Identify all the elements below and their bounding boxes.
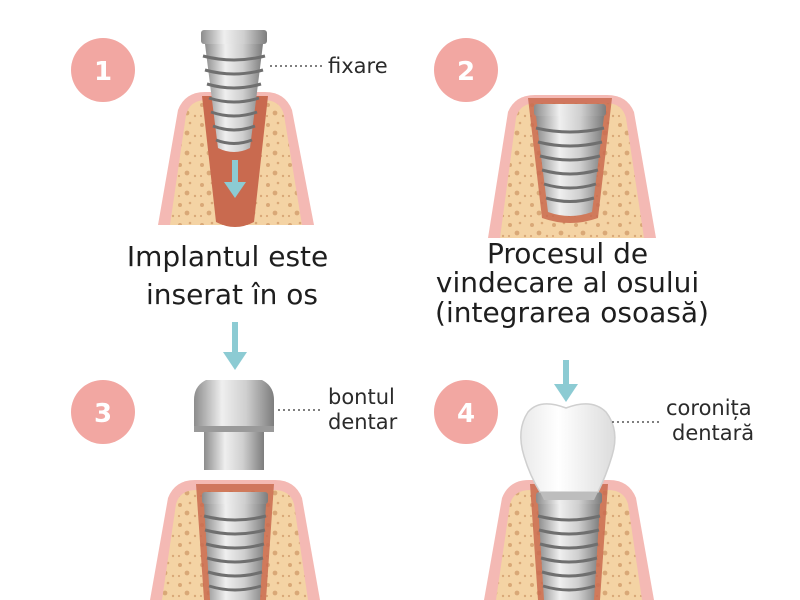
- step-3-badge: [71, 380, 135, 444]
- step-4-badge: [434, 380, 498, 444]
- step-4-implant-screw: [536, 492, 602, 600]
- step-4-panel: 4 coronița dentară: [434, 380, 758, 600]
- step-4-crown: [520, 403, 616, 500]
- step-2-number: 2: [457, 57, 475, 87]
- step-2-panel: 2 Procesul de vindecare al osului (integ…: [434, 38, 709, 329]
- step-1-badge: [71, 38, 135, 102]
- step-4-number: 4: [457, 399, 475, 429]
- step-1-implant-screw: [201, 30, 267, 152]
- step-4-callout-coronita-dentara: coronița dentară: [666, 396, 758, 445]
- step-1-down-arrow: [224, 160, 246, 198]
- step-2-jaw-section: [488, 95, 656, 238]
- step-3-callout-bontul-dentar: bontul dentar: [328, 385, 402, 434]
- down-arrow-to-step-3: [223, 322, 247, 370]
- step-2-caption: Procesul de vindecare al osului (integra…: [435, 237, 709, 329]
- step-2-implant-screw: [534, 104, 606, 216]
- step-1-caption: Implantul este inserat în os: [127, 240, 337, 311]
- down-arrow-to-step-4: [554, 360, 578, 402]
- step-1-callout-fixare: fixare: [328, 54, 388, 78]
- step-3-abutment: [194, 380, 274, 470]
- step-1-panel: 1 fixare Imp: [71, 30, 388, 311]
- step-1-number: 1: [94, 57, 112, 87]
- step-3-number: 3: [94, 399, 112, 429]
- step-2-badge: [434, 38, 498, 102]
- step-3-panel: 3 bontul dent: [71, 380, 402, 600]
- step-3-implant-screw: [202, 492, 268, 600]
